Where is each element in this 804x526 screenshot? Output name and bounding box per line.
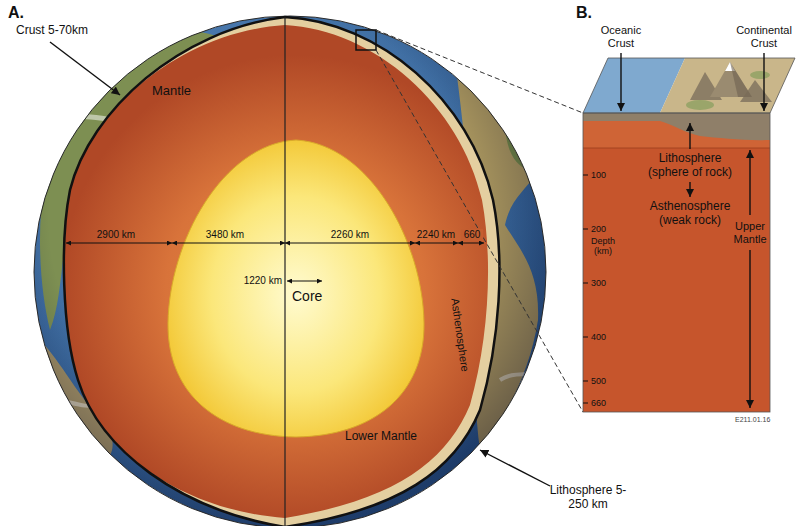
depth-tick-label: 500 [591,376,606,386]
asthenosphere-block [583,113,770,412]
axis-tick [583,283,588,284]
vegetation [686,100,714,110]
axis-tick [583,337,588,338]
mantle [64,25,488,518]
depth-tick-label: 660 [591,398,606,408]
extent-arrow [689,123,690,149]
core-region: Core [165,138,427,440]
dimension-line [458,243,484,244]
leader-arrows [50,42,764,486]
globe-shading [34,16,546,526]
axis-tick [583,381,588,382]
axis-tick [583,229,588,230]
leader-arrow [50,42,120,95]
dimension-label: 2900 km [94,229,138,241]
layer-label: Lower Mantle [345,430,417,444]
panel-letter: A. [8,4,24,22]
dimension-line [172,243,285,244]
leader-arrow [620,53,621,111]
leader-arrow [763,53,764,111]
lithosphere-block [583,113,770,148]
dimension-label: 2240 km [414,229,458,241]
globe-outline [34,16,546,526]
cut-line [284,17,285,526]
block-outline [583,113,770,412]
depth-tick-label: 100 [591,170,606,180]
core-shape [168,140,424,437]
layer-label: Upper Mantle [730,220,770,245]
dimension-label: 660 [461,229,483,241]
dimension-label: 1220 km [236,275,282,287]
layer-boundary [583,148,770,149]
layer-label: Core [292,288,322,304]
axis-tick [583,175,588,176]
inset-box [356,30,376,50]
layer-label: Crust 5-70km [16,24,88,38]
crust-band [583,113,770,140]
axis-tick [583,403,588,404]
block-top-outline [583,58,795,113]
vegetation [750,71,770,79]
land-surface [660,58,795,113]
mountain-shadow [730,62,752,97]
dimension-line [287,281,322,282]
globe-surface [34,16,546,526]
layer-label: Oceanic Crust [590,24,652,49]
layer-label: Lithosphere 5-250 km [548,484,628,512]
depth-tick-label: 300 [591,278,606,288]
layer-label: Asthenosphere (weak rock) [640,200,740,228]
extent-arrow [689,182,690,197]
depth-tick-label: 400 [591,332,606,342]
dimension-line [66,243,172,244]
layer-label: Lithosphere (sphere of rock) [640,152,740,180]
leader-arrow [480,450,550,486]
crust-outline [64,17,500,526]
ocean [34,16,546,526]
axis-title: Depth (km) [586,236,620,257]
lithosphere-band [64,17,500,526]
dimension-line [285,243,415,244]
dimension-label: 3480 km [203,229,247,241]
figure-code: E211.01.16 [735,416,770,424]
mountain [710,62,752,97]
dimension-line [415,243,458,244]
depth-tick-label: 200 [591,224,606,234]
layer-label: Continental Crust [730,24,798,49]
projection-line [376,30,583,113]
extent-arrow [749,150,750,215]
panel-letter: B. [576,4,592,22]
extent-arrow [749,250,750,408]
dimension-label: 2260 km [328,229,372,241]
layer-label: Mantle [152,84,191,99]
